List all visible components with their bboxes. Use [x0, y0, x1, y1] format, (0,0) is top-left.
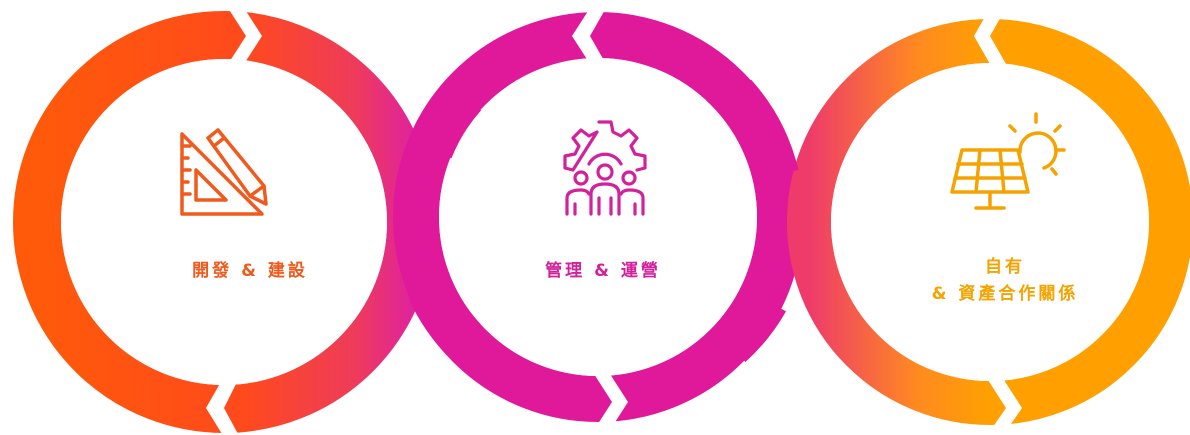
solar-panel-sun-icon — [950, 112, 1066, 210]
chevron-left-icon — [206, 380, 238, 434]
stage-label-line: 管理 & 運營 — [545, 261, 661, 281]
junction-left-top — [408, 79, 482, 160]
stage-label-develop: 開發 & 建設 — [150, 258, 350, 285]
junction-right-top — [716, 79, 799, 181]
stage-label-line: 自有 — [985, 257, 1025, 277]
stage-label-line: & 資產合作關係 — [931, 284, 1079, 304]
disc-develop — [61, 59, 387, 385]
gear-team-icon — [563, 120, 647, 216]
ring-manage — [393, 12, 803, 422]
chevron-right-icon — [594, 374, 628, 430]
junction-right-bottom — [714, 288, 787, 363]
chevron-right-icon — [988, 380, 1022, 434]
disc-manage — [439, 58, 757, 376]
chevron-left-icon — [572, 8, 606, 64]
stage-label-manage: 管理 & 運營 — [508, 258, 698, 285]
disc-own — [831, 63, 1149, 381]
junction-left-bottom — [409, 279, 482, 356]
ruler-pencil-icon — [180, 128, 268, 216]
chevron-left-icon — [974, 8, 1006, 64]
chevron-markers — [206, 8, 1022, 434]
chevron-right-icon — [228, 8, 262, 64]
stage-label-own: 自有 & 資產合作關係 — [895, 254, 1115, 308]
stage-label-line: 開發 & 建設 — [192, 261, 308, 281]
